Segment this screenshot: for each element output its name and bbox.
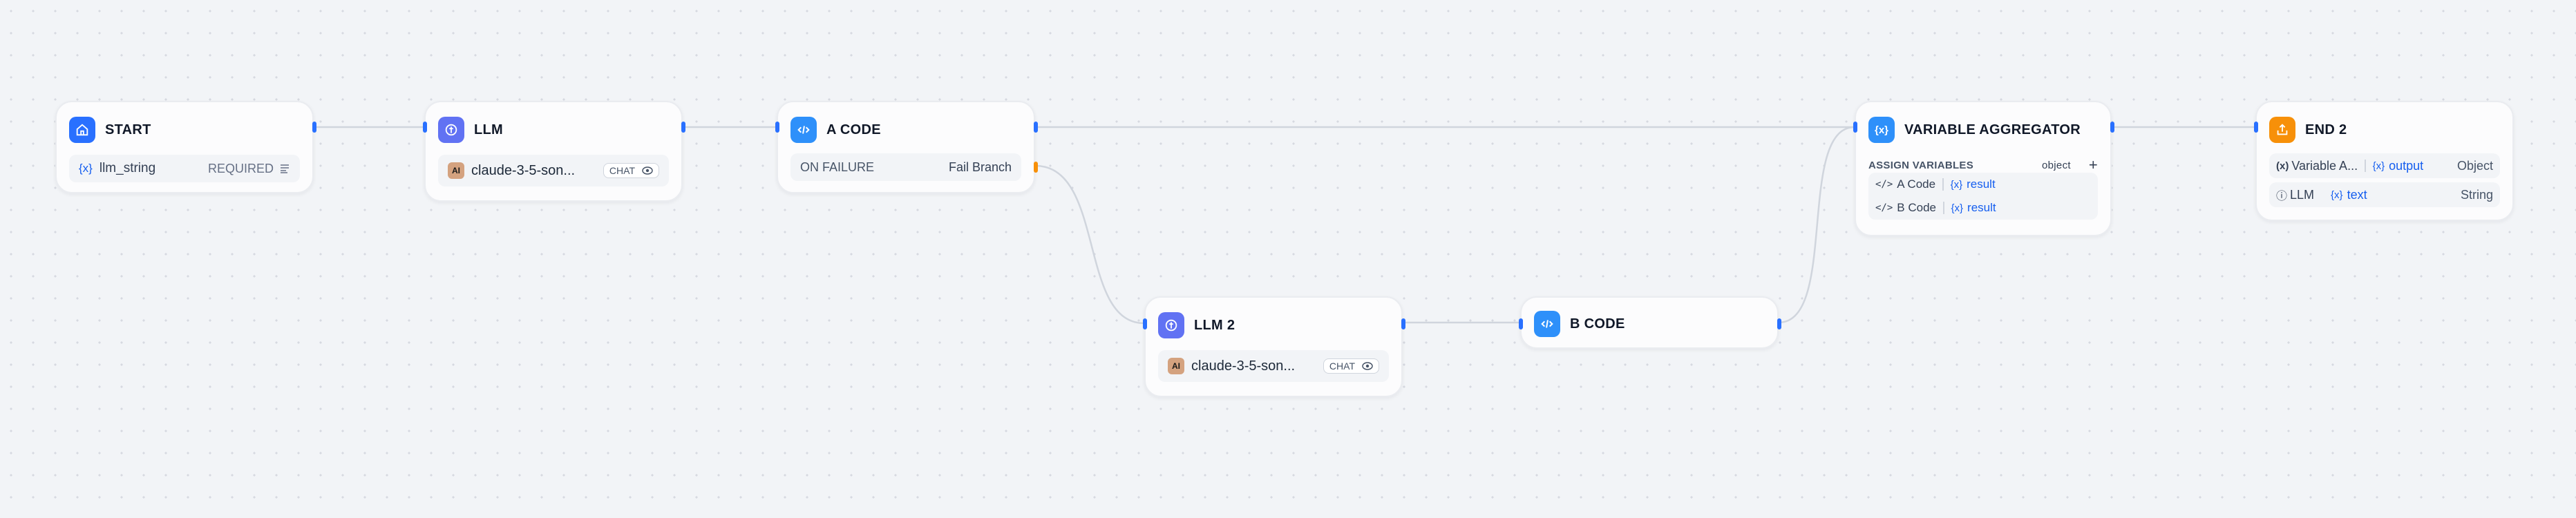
variable-icon: {x}: [2331, 189, 2343, 201]
output-variable-name: text: [2347, 187, 2367, 202]
node-title: VARIABLE AGGREGATOR: [1904, 122, 2081, 137]
eye-icon: [642, 166, 653, 175]
node-end-2[interactable]: END 2 (x) Variable A... {x} output Objec…: [2254, 101, 2514, 221]
node-aggregator-header: {x} VARIABLE AGGREGATOR: [1868, 116, 2081, 144]
variable-source: A Code: [1897, 178, 1936, 191]
variable-icon: {x}: [1951, 202, 1964, 214]
eye-icon: [1362, 362, 1373, 370]
required-badge: REQUIRED: [208, 162, 290, 176]
output-type: String: [2460, 187, 2493, 202]
edge-bcode-aggregator: [1778, 126, 1855, 324]
input-handle[interactable]: [1519, 318, 1523, 329]
divider: [1942, 178, 1944, 191]
variable-source: B Code: [1897, 201, 1936, 214]
input-handle[interactable]: [2254, 122, 2258, 133]
model-selector[interactable]: AI claude-3-5-son... CHAT: [438, 155, 669, 186]
fail-branch-value: Fail Branch: [948, 160, 1012, 174]
node-llm-2[interactable]: LLM 2 AI claude-3-5-son... CHAT: [1143, 296, 1405, 397]
assigned-variable-row[interactable]: </> B Code {x} result: [1868, 196, 2098, 220]
mode-badge: CHAT: [603, 163, 659, 178]
assign-variables-label: ASSIGN VARIABLES: [1868, 159, 1974, 171]
variable-name: llm_string: [99, 161, 156, 175]
input-handle[interactable]: [1853, 122, 1857, 133]
code-icon: </>: [1875, 179, 1893, 190]
node-end-header: END 2: [2269, 116, 2347, 144]
output-handle[interactable]: [312, 122, 316, 133]
mode-badge: CHAT: [1323, 358, 1379, 374]
node-start[interactable]: START {x} llm_string REQUIRED: [55, 101, 316, 193]
model-name: claude-3-5-son...: [471, 162, 576, 178]
node-title: LLM: [474, 122, 503, 137]
anthropic-logo-icon: AI: [448, 162, 464, 179]
home-icon: [69, 117, 95, 143]
add-variable-button[interactable]: +: [2088, 156, 2098, 173]
node-title: A CODE: [826, 122, 881, 137]
brain-icon: [438, 117, 464, 143]
node-a-code[interactable]: A CODE ON FAILURE Fail Branch: [775, 101, 1038, 193]
node-title: LLM 2: [1194, 317, 1235, 333]
node-title: START: [105, 122, 151, 137]
divider: [1943, 202, 1944, 214]
model-selector[interactable]: AI claude-3-5-son... CHAT: [1158, 350, 1389, 382]
mode-label: CHAT: [1329, 361, 1355, 372]
input-handle[interactable]: [423, 122, 427, 133]
output-source: LLM: [2290, 187, 2315, 202]
llm-source-icon: ⓘ: [2276, 191, 2288, 202]
assign-variables-header: ASSIGN VARIABLES object +: [1868, 156, 2098, 174]
output-variable-row[interactable]: (x) Variable A... {x} output Object: [2269, 153, 2500, 178]
variable-name: result: [1967, 201, 1996, 214]
output-handle[interactable]: [681, 122, 685, 133]
assigned-variable-row[interactable]: </> A Code {x} result: [1868, 173, 2098, 196]
variable-icon: {x}: [2372, 160, 2385, 172]
input-handle[interactable]: [1143, 318, 1147, 329]
variable-icon: {x}: [79, 162, 93, 175]
code-icon: [790, 117, 817, 143]
text-lines-icon: [281, 164, 289, 173]
on-failure-label: ON FAILURE: [800, 160, 875, 174]
output-handle[interactable]: [1401, 318, 1405, 329]
aggregator-type: object: [2042, 159, 2071, 171]
node-title: B CODE: [1570, 316, 1625, 332]
code-icon: [1534, 311, 1560, 337]
node-a-code-header: A CODE: [790, 116, 881, 144]
output-variable-name: output: [2389, 158, 2424, 173]
fail-branch-handle[interactable]: [1034, 162, 1038, 173]
required-label: REQUIRED: [207, 161, 274, 175]
variable-icon: {x}: [1950, 178, 1963, 191]
assigned-variables-list: </> A Code {x} result </> B Code {x} res…: [1868, 173, 2098, 220]
node-b-code-header: B CODE: [1534, 310, 1625, 338]
output-handle[interactable]: [2110, 122, 2114, 133]
output-type: Object: [2456, 158, 2493, 173]
node-llm-header: LLM: [438, 116, 503, 144]
variable-icon: {x}: [1868, 117, 1895, 143]
node-llm[interactable]: LLM AI claude-3-5-son... CHAT: [423, 101, 685, 202]
node-llm-2-header: LLM 2: [1158, 311, 1235, 339]
node-title: END 2: [2305, 122, 2347, 137]
variable-name: result: [1967, 178, 1996, 191]
node-variable-aggregator[interactable]: {x} VARIABLE AGGREGATOR ASSIGN VARIABLES…: [1853, 101, 2114, 236]
brain-icon: [1158, 312, 1184, 338]
mode-label: CHAT: [609, 165, 635, 176]
node-b-code[interactable]: B CODE: [1519, 296, 1781, 349]
edge-acode-fail-llm2: [1034, 164, 1145, 325]
input-handle[interactable]: [775, 122, 779, 133]
divider: [2321, 189, 2324, 201]
export-icon: [2269, 117, 2295, 143]
variable-aggregator-icon: (x): [2276, 160, 2289, 172]
output-variable-row[interactable]: ⓘ LLM {x} text String: [2269, 182, 2500, 207]
anthropic-logo-icon: AI: [1168, 358, 1184, 374]
divider: [2365, 160, 2366, 172]
start-variable-row[interactable]: {x} llm_string REQUIRED: [69, 155, 300, 182]
output-handle[interactable]: [1777, 318, 1781, 329]
node-start-header: START: [69, 116, 151, 144]
output-handle[interactable]: [1034, 122, 1038, 133]
fail-branch-row[interactable]: ON FAILURE Fail Branch: [790, 153, 1021, 181]
model-name: claude-3-5-son...: [1191, 358, 1296, 374]
code-icon: </>: [1875, 202, 1893, 213]
output-source: Variable A...: [2291, 158, 2358, 173]
